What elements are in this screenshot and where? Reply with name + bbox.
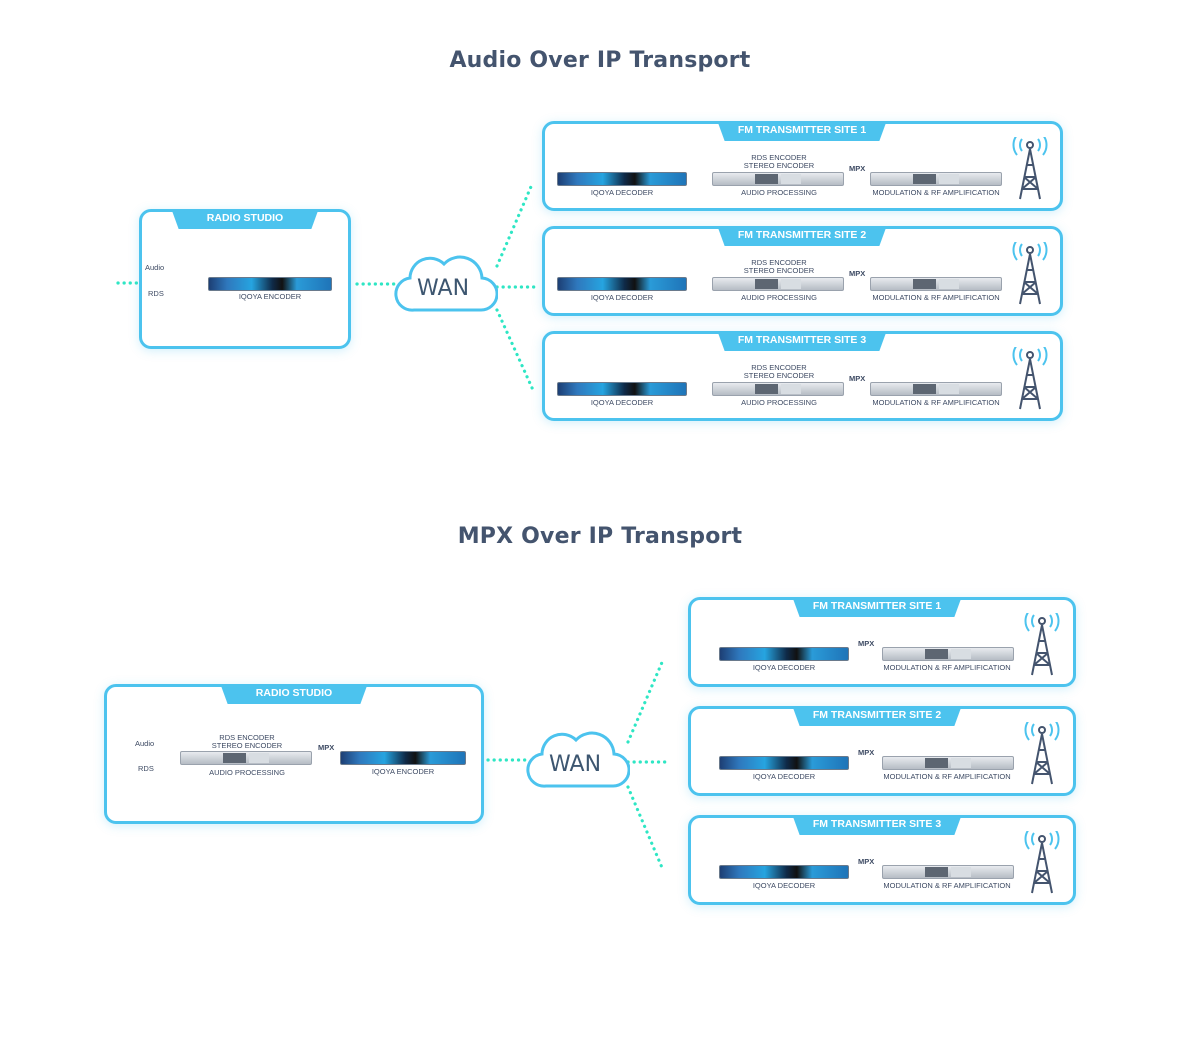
processing-label: AUDIO PROCESSING: [741, 398, 817, 407]
wan-label: WAN: [416, 276, 470, 301]
site-tab: FM TRANSMITTER SITE 1: [737, 124, 867, 136]
modulation-device: [870, 382, 1002, 396]
input-rds-label: RDS: [138, 764, 154, 773]
modulation-label: MODULATION & RF AMPLIFICATION: [883, 881, 1011, 890]
connector-wan-site3-2: [626, 785, 665, 872]
wan-cloud-icon: [394, 255, 498, 312]
stereo-encoder-label: STEREO ENCODER: [211, 741, 283, 750]
decoder-label: IQOYA DECODER: [590, 293, 654, 302]
connector-wan-site1-2: [626, 658, 665, 744]
modulation-device: [870, 277, 1002, 291]
modulation-device: [882, 865, 1014, 879]
site-tab: FM TRANSMITTER SITE 3: [812, 818, 942, 830]
rds-encoder-label: RDS ENCODER: [751, 153, 807, 162]
decoder-label: IQOYA DECODER: [752, 772, 816, 781]
audio-processor-device: [712, 277, 844, 291]
decoder-label: IQOYA DECODER: [752, 663, 816, 672]
mpx-label: MPX: [858, 748, 875, 757]
mpx-label: MPX: [849, 374, 866, 383]
modulation-device: [882, 647, 1014, 661]
rds-encoder-label: RDS ENCODER: [751, 363, 807, 372]
connector-wan-site3-1: [495, 308, 535, 392]
input-audio-label: Audio: [135, 739, 155, 748]
rds-encoder-label: RDS ENCODER: [751, 258, 807, 267]
antenna-tower-icon: [1012, 242, 1048, 305]
iqoya-decoder-device: [719, 647, 849, 661]
site-tab: FM TRANSMITTER SITE 2: [737, 229, 867, 241]
connector-wan-site1-1: [495, 180, 535, 268]
radio-studio-tab: RADIO STUDIO: [182, 209, 308, 229]
mpx-label: MPX: [858, 639, 875, 648]
antenna-tower-icon: [1024, 613, 1060, 676]
audio-processor-device: [180, 751, 312, 765]
modulation-label: MODULATION & RF AMPLIFICATION: [872, 188, 1000, 197]
decoder-label: IQOYA DECODER: [590, 398, 654, 407]
transmitter-site-box: FM TRANSMITTER SITE 1: [688, 597, 1076, 687]
input-audio-label: Audio: [145, 263, 165, 272]
site-tab: FM TRANSMITTER SITE 3: [737, 334, 867, 346]
diagram2-title: MPX Over IP Transport: [457, 524, 743, 549]
processing-label: AUDIO PROCESSING: [209, 768, 285, 777]
modulation-label: MODULATION & RF AMPLIFICATION: [872, 293, 1000, 302]
diagram1-title: Audio Over IP Transport: [449, 48, 751, 73]
modulation-label: MODULATION & RF AMPLIFICATION: [883, 772, 1011, 781]
transmitter-site-box: FM TRANSMITTER SITE 2: [542, 226, 1063, 316]
modulation-label: MODULATION & RF AMPLIFICATION: [872, 398, 1000, 407]
processing-label: AUDIO PROCESSING: [741, 188, 817, 197]
antenna-tower-icon: [1024, 831, 1060, 894]
wan-cloud-icon: [526, 731, 630, 788]
audio-processor-device: [712, 172, 844, 186]
iqoya-encoder-device: [208, 277, 332, 291]
mpx-label: MPX: [318, 743, 335, 752]
iqoya-decoder-device: [557, 277, 687, 291]
iqoya-decoder-device: [719, 756, 849, 770]
audio-processor-device: [712, 382, 844, 396]
transmitter-site-box: FM TRANSMITTER SITE 3: [542, 331, 1063, 421]
site-tab: FM TRANSMITTER SITE 1: [812, 600, 942, 612]
site-tab: FM TRANSMITTER SITE 2: [812, 709, 942, 721]
iqoya-decoder-device: [719, 865, 849, 879]
radio-studio-tab: RADIO STUDIO: [255, 687, 333, 699]
transmitter-site-box: FM TRANSMITTER SITE 2: [688, 706, 1076, 796]
transmitter-site-box: FM TRANSMITTER SITE 3: [688, 815, 1076, 905]
decoder-label: IQOYA DECODER: [590, 188, 654, 197]
decoder-label: IQOYA DECODER: [752, 881, 816, 890]
antenna-tower-icon: [1024, 722, 1060, 785]
stereo-encoder-label: STEREO ENCODER: [743, 266, 815, 275]
modulation-device: [882, 756, 1014, 770]
mpx-label: MPX: [858, 857, 875, 866]
mpx-label: MPX: [849, 269, 866, 278]
mpx-label: MPX: [849, 164, 866, 173]
encoder-label: IQOYA ENCODER: [371, 767, 435, 776]
transmitter-site-box: FM TRANSMITTER SITE 1: [542, 121, 1063, 211]
antenna-tower-icon: [1012, 347, 1048, 410]
iqoya-encoder-device: [340, 751, 466, 765]
iqoya-decoder-device: [557, 382, 687, 396]
modulation-device: [870, 172, 1002, 186]
modulation-label: MODULATION & RF AMPLIFICATION: [883, 663, 1011, 672]
iqoya-decoder-device: [557, 172, 687, 186]
input-rds-label: RDS: [148, 289, 164, 298]
encoder-label: IQOYA ENCODER: [238, 292, 302, 301]
stereo-encoder-label: STEREO ENCODER: [743, 161, 815, 170]
antenna-tower-icon: [1012, 137, 1048, 200]
stereo-encoder-label: STEREO ENCODER: [743, 371, 815, 380]
rds-encoder-label: RDS ENCODER: [219, 733, 275, 742]
wan-label: WAN: [548, 752, 602, 777]
processing-label: AUDIO PROCESSING: [741, 293, 817, 302]
